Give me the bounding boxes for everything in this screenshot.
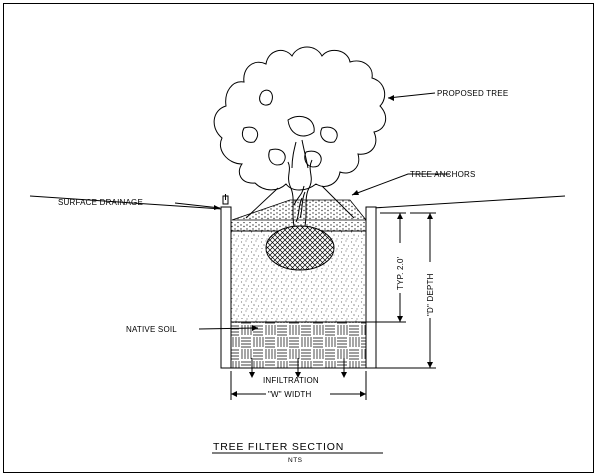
label-surface-drainage: SURFACE DRAINAGE xyxy=(58,198,143,207)
leader-surface-drainage xyxy=(174,202,221,209)
tree-anchor-left xyxy=(245,187,279,219)
infiltration-arrows xyxy=(249,358,347,378)
drawing-scale-note: NTS xyxy=(288,457,303,464)
planter-wall-right xyxy=(365,206,377,369)
planter-wall-left xyxy=(220,206,232,369)
ground-line-left xyxy=(29,195,223,210)
label-native-soil: NATIVE SOIL xyxy=(126,325,177,334)
ground-line-right xyxy=(372,195,566,209)
leader-tree-anchors xyxy=(351,173,450,196)
d-depth-dimension xyxy=(376,212,436,369)
label-infiltration: INFILTRATION xyxy=(263,376,319,385)
tree-trunk xyxy=(287,159,313,227)
label-proposed-tree: PROPOSED TREE xyxy=(437,89,508,98)
label-d-depth: "D" DEPTH xyxy=(426,273,435,316)
drawing-frame xyxy=(3,3,594,473)
leader-proposed-tree xyxy=(387,92,436,99)
root-ball xyxy=(265,225,335,271)
label-typ-depth: TYP. 2.0' xyxy=(396,256,405,290)
label-tree-anchors: TREE ANCHORS xyxy=(410,170,476,179)
tree-anchor-right xyxy=(321,185,355,219)
leader-native-soil xyxy=(198,327,259,330)
label-w-width: "W" WIDTH xyxy=(268,390,311,399)
tree-canopy xyxy=(213,46,387,191)
typ-depth-dimension xyxy=(366,212,406,323)
drawing-title: TREE FILTER SECTION xyxy=(213,441,344,453)
width-dimension xyxy=(230,371,367,400)
